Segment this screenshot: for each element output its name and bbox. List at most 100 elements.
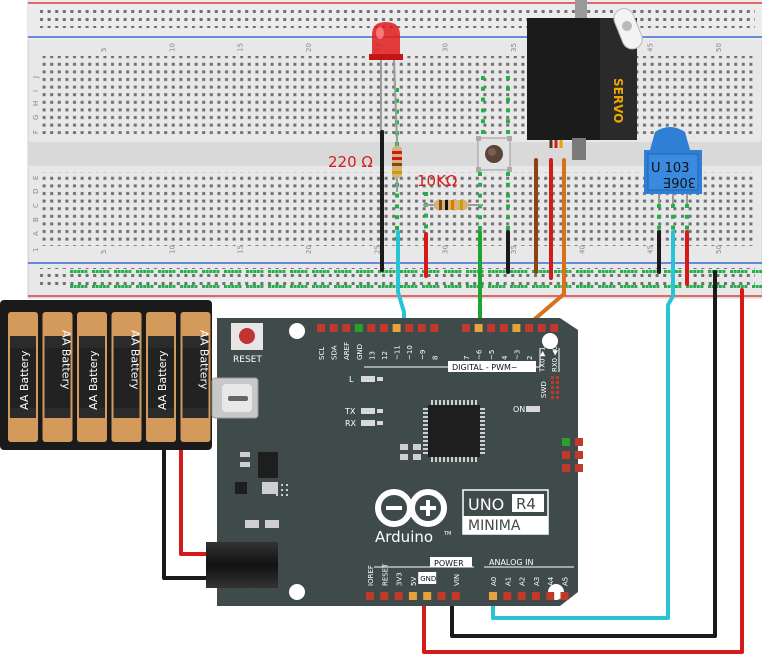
- rail-hole: [268, 270, 271, 273]
- chip-pin: [431, 400, 433, 405]
- potentiometer: U 103 306E: [644, 127, 702, 204]
- rail-hole: [652, 285, 656, 288]
- rail-hole: [80, 285, 84, 288]
- servo-motor: SERVO: [527, 0, 643, 160]
- push-button: [476, 136, 512, 172]
- rail-hole: [447, 270, 451, 273]
- active-hole: [395, 226, 399, 230]
- rail-hole: [532, 270, 535, 273]
- rail-hole: [407, 285, 411, 288]
- model-r4: R4: [516, 495, 536, 513]
- swd-pin: [556, 391, 559, 394]
- rail-hole: [348, 285, 352, 288]
- wire-battery-pos: [179, 444, 212, 556]
- rail-hole: [605, 285, 609, 288]
- rail-hole: [205, 285, 209, 288]
- servo-label: SERVO: [611, 78, 625, 123]
- rail-hole: [590, 285, 594, 288]
- rail-hole: [224, 270, 227, 273]
- chip-pin: [455, 457, 457, 462]
- header-pin: [462, 324, 470, 332]
- rail-hole: [535, 285, 539, 288]
- icsp-dot: [276, 489, 278, 491]
- rail-hole: [488, 270, 491, 273]
- rail-hole: [117, 270, 121, 273]
- battery-label: AA Battery: [60, 330, 73, 390]
- rail-hole: [275, 285, 279, 288]
- rail-hole: [696, 270, 700, 273]
- chip-pin: [480, 452, 485, 454]
- rail-hole: [366, 270, 370, 273]
- rail-hole: [359, 270, 363, 273]
- rail-hole: [334, 285, 337, 288]
- col-label-top: 20: [305, 43, 313, 52]
- pot-label-1: U 103: [651, 161, 689, 176]
- rail-hole: [282, 285, 286, 288]
- active-hole: [685, 204, 689, 208]
- active-hole: [481, 119, 485, 124]
- digital-header-right: [462, 324, 559, 332]
- header-pin: [474, 324, 483, 332]
- pin-label: TX0 ▶1: [539, 346, 547, 373]
- rail-hole: [498, 270, 502, 273]
- rail-hole: [216, 270, 220, 273]
- icsp-dot: [281, 494, 283, 496]
- rail-hole: [612, 285, 616, 288]
- rail-hole: [304, 270, 308, 273]
- rail-hole: [172, 270, 176, 273]
- rail-hole: [554, 270, 557, 273]
- swd-pin: [556, 381, 559, 384]
- wire-battery-neg: [162, 444, 212, 580]
- rail-hole: [378, 270, 381, 273]
- analog-pin: [517, 592, 526, 600]
- rail-hole: [260, 285, 264, 288]
- rail-hole: [326, 270, 330, 273]
- rail-hole: [370, 270, 374, 273]
- rail-hole: [158, 270, 161, 273]
- power-pin: [408, 592, 417, 600]
- col-label-bottom: 5: [100, 250, 108, 254]
- rail-hole: [278, 270, 282, 273]
- rail-hole: [146, 270, 150, 273]
- rail-hole: [143, 270, 147, 273]
- col-label-top: 45: [647, 43, 655, 52]
- rail-hole: [194, 270, 198, 273]
- rail-hole: [444, 285, 447, 288]
- rail-hole: [124, 285, 128, 288]
- gnd-label-box: [418, 572, 437, 584]
- rail-hole: [121, 270, 125, 273]
- rail-hole: [95, 270, 99, 273]
- wire-board-gnd: [450, 270, 717, 638]
- pin-label: GND: [356, 344, 364, 360]
- pin-label: ~6: [476, 349, 484, 360]
- icsp-dot: [276, 484, 278, 486]
- active-hole: [478, 182, 482, 187]
- wire-pot-signal: [491, 230, 675, 620]
- rail-hole: [722, 270, 726, 273]
- pin-label: ~5: [488, 350, 496, 360]
- chip-pin: [439, 457, 441, 462]
- rail-hole: [344, 285, 348, 288]
- rail-hole: [121, 285, 125, 288]
- rail-hole: [102, 270, 106, 273]
- rail-hole: [158, 285, 161, 288]
- rail-hole: [344, 270, 348, 273]
- header-pin: [499, 324, 508, 332]
- chip-pin: [463, 400, 465, 405]
- rail-hole: [730, 285, 733, 288]
- rail-hole: [752, 285, 755, 288]
- active-hole: [506, 226, 510, 230]
- row-label: D: [32, 189, 40, 194]
- rail-hole: [583, 285, 587, 288]
- rail-hole: [341, 285, 345, 288]
- header-pin: [354, 324, 363, 332]
- col-label-top: 30: [442, 43, 450, 52]
- chip-pin: [423, 444, 428, 446]
- chip-pin: [480, 444, 485, 446]
- power-pin: [366, 592, 374, 600]
- icsp-dot: [276, 494, 278, 496]
